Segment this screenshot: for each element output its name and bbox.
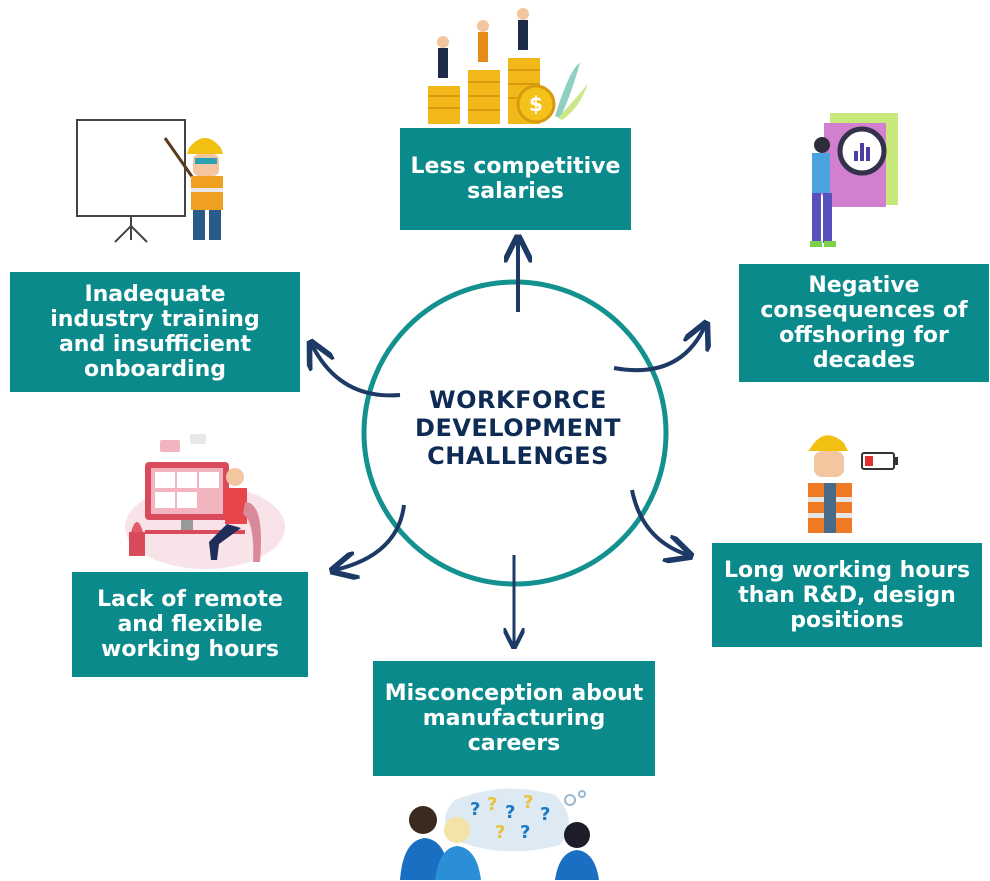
svg-text:?: ? bbox=[495, 822, 505, 843]
box-offshoring: Negative consequences of offshoring for … bbox=[739, 264, 989, 382]
box-line: consequences of bbox=[760, 298, 968, 323]
box-misconception: Misconception about manufacturing career… bbox=[373, 661, 655, 776]
tired-worker-low-battery-icon bbox=[808, 435, 898, 533]
center-title-line: CHALLENGES bbox=[427, 442, 609, 470]
svg-text:?: ? bbox=[505, 802, 515, 823]
box-line: decades bbox=[812, 348, 916, 373]
box-line: positions bbox=[790, 607, 904, 633]
box-line: Long working hours bbox=[723, 557, 971, 583]
box-line: and insufficient bbox=[58, 332, 252, 357]
box-line: Negative bbox=[808, 273, 920, 298]
box-line: working hours bbox=[101, 637, 279, 662]
box-line: salaries bbox=[467, 179, 564, 204]
svg-text:?: ? bbox=[470, 799, 480, 820]
arrow-to-offshoring bbox=[613, 326, 705, 373]
box-line: manufacturing bbox=[422, 706, 606, 731]
center-title: WORKFORCE DEVELOPMENT CHALLENGES bbox=[368, 386, 668, 470]
box-line: Inadequate bbox=[84, 282, 226, 307]
box-line: Lack of remote bbox=[97, 587, 283, 612]
box-line: onboarding bbox=[83, 357, 227, 382]
arrow-to-hours bbox=[630, 489, 688, 555]
box-line: and flexible bbox=[117, 612, 263, 637]
arrow-to-training bbox=[312, 345, 401, 398]
box-salaries: Less competitive salaries bbox=[400, 128, 631, 230]
box-remote: Lack of remote and flexible working hour… bbox=[72, 572, 308, 677]
box-hours: Long working hours than R&D, design posi… bbox=[712, 543, 982, 647]
worker-presentation-board-icon bbox=[76, 119, 223, 243]
confused-people-question-marks-icon: ?? ?? ?? ? bbox=[400, 788, 599, 880]
box-line: Less competitive bbox=[410, 154, 621, 179]
center-title-line: WORKFORCE bbox=[429, 386, 607, 414]
svg-text:?: ? bbox=[540, 804, 550, 825]
svg-text:$: $ bbox=[529, 92, 543, 116]
box-line: Misconception about bbox=[384, 681, 644, 706]
svg-text:?: ? bbox=[520, 822, 530, 843]
box-line: than R&D, design bbox=[738, 582, 956, 608]
arrow-to-remote bbox=[335, 504, 406, 570]
svg-text:?: ? bbox=[487, 794, 497, 815]
video-call-remote-work-icon bbox=[125, 434, 285, 569]
box-line: industry training bbox=[50, 307, 260, 332]
box-training: Inadequate industry training and insuffi… bbox=[10, 272, 300, 392]
box-line: offshoring for bbox=[779, 323, 949, 348]
svg-text:?: ? bbox=[523, 792, 533, 813]
box-line: careers bbox=[467, 731, 561, 756]
magnifying-glass-report-icon bbox=[810, 113, 898, 247]
center-title-line: DEVELOPMENT bbox=[415, 414, 621, 442]
coin-stacks-people-icon: $ bbox=[428, 8, 588, 124]
